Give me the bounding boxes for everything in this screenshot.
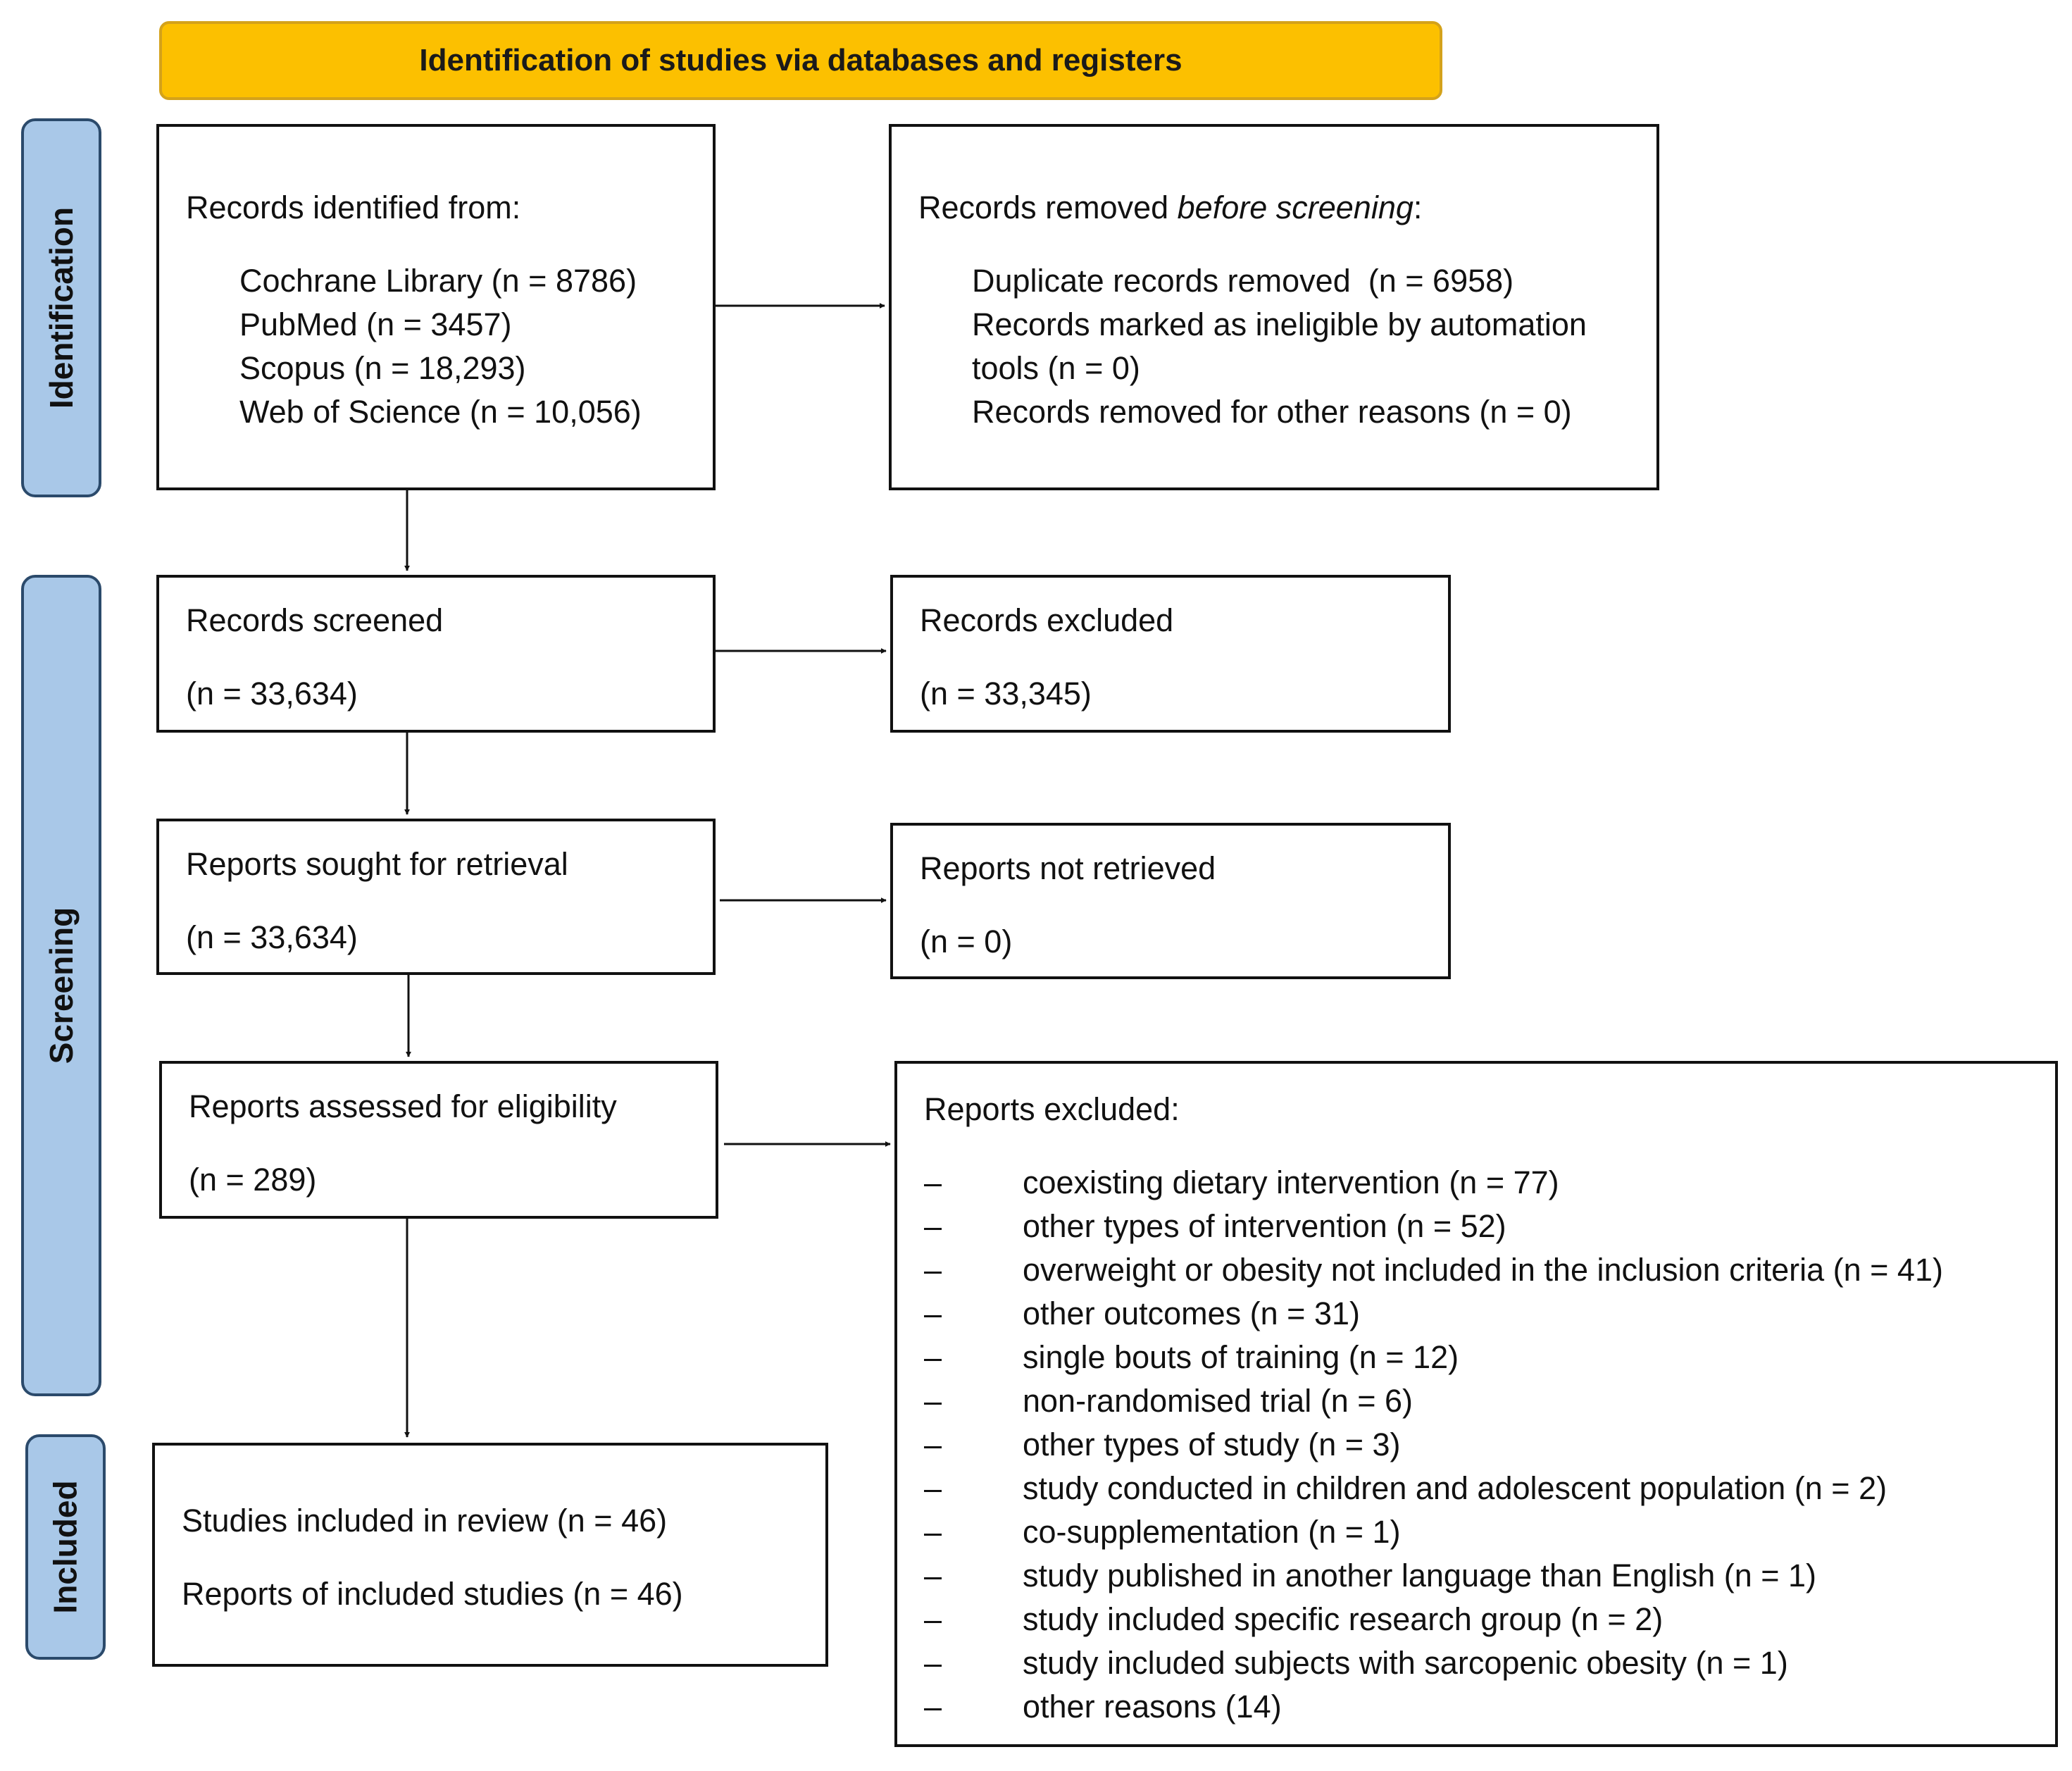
records-excluded-count: (n = 33,345) [920, 676, 1092, 711]
exclusion-reason: study included specific research group (… [1023, 1601, 1664, 1637]
header-banner: Identification of studies via databases … [159, 21, 1442, 100]
list-item: – study included subjects with sarcopenic… [924, 1641, 1943, 1685]
exclusion-reason: single bouts of training (n = 12) [1023, 1339, 1459, 1375]
dash-bullet: – [924, 1295, 942, 1331]
records-identified-heading: Records identified from: [186, 189, 521, 225]
list-item: – study included specific research group … [924, 1598, 1943, 1641]
studies-included-box: Studies included in review (n = 46) Repo… [152, 1443, 828, 1667]
dash-bullet: – [924, 1383, 942, 1419]
records-removed-lines: Duplicate records removed (n = 6958) Rec… [972, 259, 1587, 434]
dash-bullet: – [924, 1164, 942, 1200]
list-item: – other types of intervention (n = 52) [924, 1205, 1943, 1248]
list-item: – study published in another language tha… [924, 1554, 1943, 1598]
reports-not-retrieved-count: (n = 0) [920, 924, 1013, 959]
dash-bullet: – [924, 1470, 942, 1506]
exclusion-reason: other types of study (n = 3) [1023, 1427, 1401, 1462]
dash-bullet: – [924, 1208, 942, 1244]
exclusion-reason: other outcomes (n = 31) [1023, 1295, 1361, 1331]
list-item: – other outcomes (n = 31) [924, 1292, 1943, 1336]
exclusion-reason: study included subjects with sarcopenic … [1023, 1645, 1788, 1681]
records-excluded-box: Records excluded (n = 33,345) [890, 575, 1451, 733]
records-removed-box: Records removed before screening: Duplic… [889, 124, 1659, 490]
records-identified-box: Records identified from: Cochrane Librar… [156, 124, 716, 490]
dash-bullet: – [924, 1427, 942, 1462]
records-removed-heading-emphasis: before screening [1177, 189, 1413, 225]
records-removed-heading-start: Records removed [918, 189, 1178, 225]
source-line: Cochrane Library (n = 8786) [239, 263, 637, 299]
list-item: – non-randomised trial (n = 6) [924, 1379, 1943, 1423]
exclusion-reason: overweight or obesity not included in th… [1023, 1252, 1943, 1288]
exclusion-reason: other reasons (14) [1023, 1689, 1282, 1725]
list-item: – other types of study (n = 3) [924, 1423, 1943, 1467]
list-item: – coexisting dietary intervention (n = 77… [924, 1161, 1943, 1205]
dash-bullet: – [924, 1514, 942, 1550]
records-excluded-label: Records excluded [920, 602, 1174, 638]
reports-sought-label: Reports sought for retrieval [186, 846, 568, 882]
records-screened-count: (n = 33,634) [186, 676, 358, 711]
list-item: – overweight or obesity not included in t… [924, 1248, 1943, 1292]
studies-included-label: Studies included in review (n = 46) [182, 1503, 668, 1539]
removed-line: Duplicate records removed (n = 6958) [972, 263, 1514, 299]
reports-assessed-box: Reports assessed for eligibility (n = 28… [159, 1061, 718, 1219]
source-line: Scopus (n = 18,293) [239, 350, 526, 386]
header-title: Identification of studies via databases … [419, 43, 1182, 77]
reports-excluded-heading: Reports excluded: [924, 1091, 1180, 1127]
exclusion-reason: co-supplementation (n = 1) [1023, 1514, 1401, 1550]
reports-sought-box: Reports sought for retrieval (n = 33,634… [156, 819, 716, 975]
records-removed-heading-end: : [1413, 189, 1423, 225]
dash-bullet: – [924, 1689, 942, 1725]
reports-not-retrieved-label: Reports not retrieved [920, 850, 1216, 886]
source-line: Web of Science (n = 10,056) [239, 394, 642, 430]
dash-bullet: – [924, 1601, 942, 1637]
reports-excluded-list: – coexisting dietary intervention (n = 77… [924, 1161, 1943, 1729]
removed-line: Records removed for other reasons (n = 0… [972, 394, 1572, 430]
phase-identification: Identification [21, 118, 101, 497]
dash-bullet: – [924, 1558, 942, 1593]
reports-sought-count: (n = 33,634) [186, 919, 358, 955]
list-item: – other reasons (14) [924, 1685, 1943, 1729]
removed-line: tools (n = 0) [972, 350, 1140, 386]
dash-bullet: – [924, 1645, 942, 1681]
exclusion-reason: study conducted in children and adolesce… [1023, 1470, 1887, 1506]
records-removed-heading: Records removed before screening: [918, 186, 1422, 230]
source-line: PubMed (n = 3457) [239, 306, 512, 342]
exclusion-reason: non-randomised trial (n = 6) [1023, 1383, 1413, 1419]
records-screened-label: Records screened [186, 602, 444, 638]
exclusion-reason: coexisting dietary intervention (n = 77) [1023, 1164, 1559, 1200]
phase-screening: Screening [21, 575, 101, 1396]
reports-assessed-label: Reports assessed for eligibility [189, 1088, 617, 1124]
removed-line: Records marked as ineligible by automati… [972, 306, 1587, 342]
list-item: – study conducted in children and adolesc… [924, 1467, 1943, 1510]
exclusion-reason: study published in another language than… [1023, 1558, 1817, 1593]
reports-included-label: Reports of included studies (n = 46) [182, 1576, 683, 1612]
exclusion-reason: other types of intervention (n = 52) [1023, 1208, 1506, 1244]
list-item: – single bouts of training (n = 12) [924, 1336, 1943, 1379]
phase-included: Included [25, 1434, 106, 1660]
records-identified-sources: Cochrane Library (n = 8786) PubMed (n = … [239, 259, 642, 434]
records-screened-box: Records screened (n = 33,634) [156, 575, 716, 733]
reports-assessed-count: (n = 289) [189, 1162, 317, 1198]
dash-bullet: – [924, 1339, 942, 1375]
list-item: – co-supplementation (n = 1) [924, 1510, 1943, 1554]
reports-not-retrieved-box: Reports not retrieved (n = 0) [890, 823, 1451, 979]
reports-excluded-box: Reports excluded: – coexisting dietary in… [894, 1061, 2058, 1747]
dash-bullet: – [924, 1252, 942, 1288]
